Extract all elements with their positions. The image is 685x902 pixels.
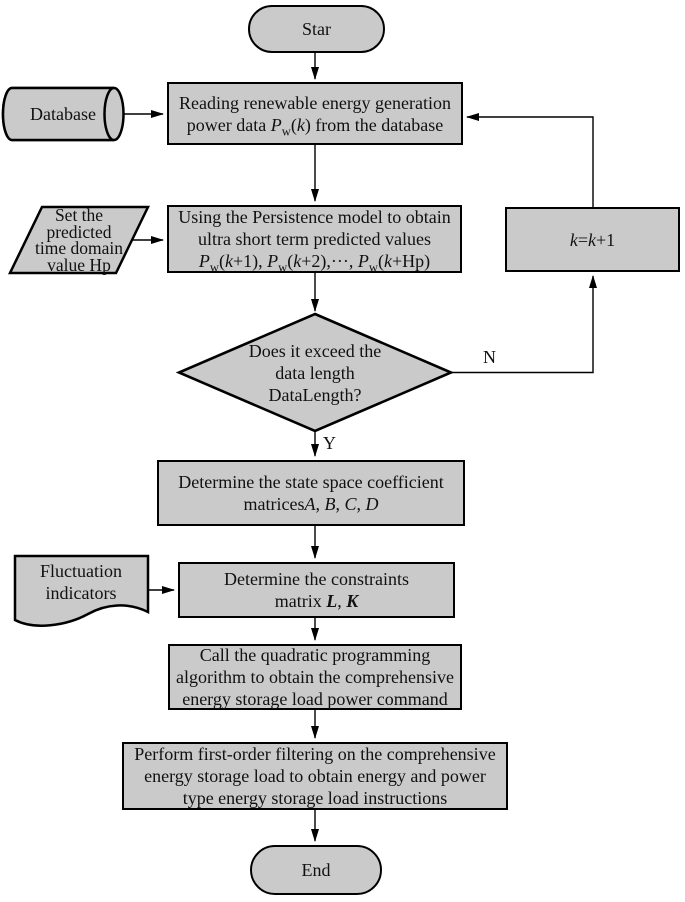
set-hp-parallelogram-shape xyxy=(8,205,150,275)
fluctuation-document-shape xyxy=(13,554,150,627)
start-terminator: Star xyxy=(248,5,385,53)
database-cylinder-shape xyxy=(1,86,125,142)
start-label: Star xyxy=(302,19,331,39)
arrow-loop-to-read xyxy=(466,113,594,207)
yes-edge-label: Y xyxy=(323,433,336,453)
arrow-decision-no-to-loop xyxy=(451,275,597,374)
end-terminator: End xyxy=(250,845,382,895)
database-label: Database xyxy=(30,104,96,124)
decision-diamond-shape xyxy=(175,312,455,433)
filtering-process: Perform first-order filtering on the com… xyxy=(122,742,508,810)
loop-increment-process: k=k+1 xyxy=(505,207,680,272)
end-label: End xyxy=(301,860,331,880)
no-edge-label: N xyxy=(483,347,496,367)
